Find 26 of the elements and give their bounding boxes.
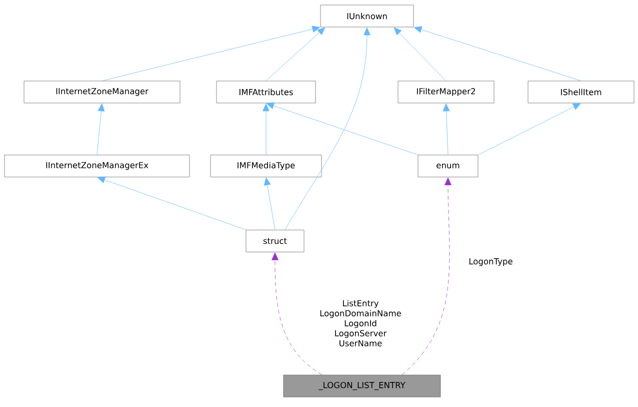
arrow: [402, 178, 452, 375]
arrow: [284, 28, 370, 230]
class-box: IMFMediaType: [210, 154, 322, 178]
arrow: [272, 252, 322, 375]
arrow: [97, 176, 246, 230]
class-box: _LOGON_LIST_ENTRY: [283, 374, 441, 398]
arrow: [478, 103, 581, 155]
class-box: IUnknown: [320, 4, 414, 28]
class-box: IFilterMapper2: [398, 80, 494, 104]
class-box: IShellItem: [528, 80, 634, 104]
arrow: [264, 178, 276, 230]
arrow: [96, 104, 105, 155]
arrow: [394, 27, 446, 81]
arrow: [266, 27, 326, 81]
class-box: IMFAttributes: [216, 80, 316, 104]
arrow: [442, 104, 450, 155]
class-box: IInternetZoneManagerEx: [4, 154, 190, 178]
class-box: enum: [418, 154, 478, 178]
edge-label: LogonType: [469, 258, 512, 266]
class-box: struct: [246, 230, 304, 252]
arrow: [414, 26, 582, 81]
edge-label: ListEntry LogonDomainName LogonId LogonServer UserName: [320, 300, 401, 346]
arrow: [262, 104, 270, 155]
class-box: IInternetZoneManager: [24, 80, 180, 104]
arrow: [102, 26, 320, 81]
arrow: [266, 102, 418, 155]
